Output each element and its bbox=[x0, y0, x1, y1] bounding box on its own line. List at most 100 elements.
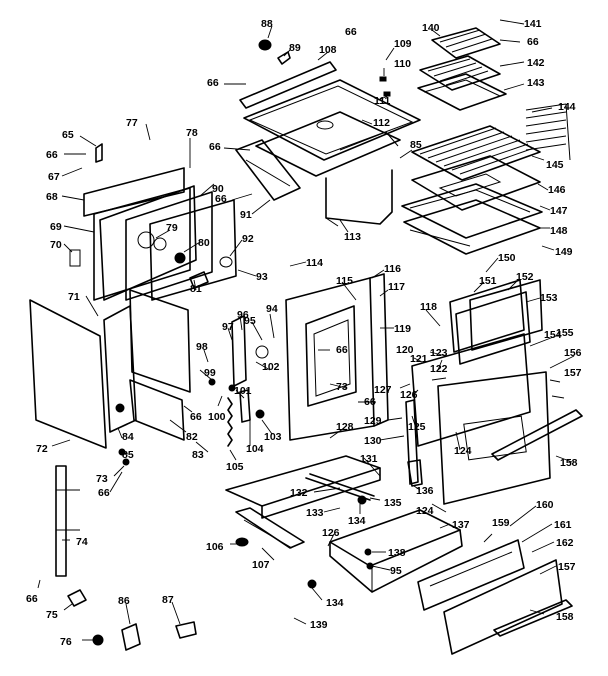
callout-137: 137 bbox=[452, 519, 470, 531]
callout-155: 155 bbox=[556, 327, 574, 339]
callout-134: 134 bbox=[326, 597, 344, 609]
side-shields-144 bbox=[525, 103, 571, 161]
callout-94: 94 bbox=[266, 303, 278, 315]
callout-159: 159 bbox=[492, 517, 510, 529]
leg-75-76-86-87 bbox=[67, 589, 197, 651]
callout-66: 66 bbox=[207, 77, 219, 89]
callout-124: 124 bbox=[416, 505, 434, 517]
callout-106: 106 bbox=[206, 541, 224, 553]
callout-72: 72 bbox=[36, 443, 48, 455]
hinge-bracket-125-136 bbox=[405, 399, 423, 487]
rear-panel-68-69 bbox=[69, 167, 191, 301]
callout-126: 126 bbox=[400, 389, 418, 401]
callout-81: 81 bbox=[190, 283, 202, 295]
callout-74: 74 bbox=[76, 536, 88, 548]
callout-126: 126 bbox=[322, 527, 340, 539]
drawer-rail-107 bbox=[235, 507, 305, 549]
callout-93: 93 bbox=[256, 271, 268, 283]
callout-113: 113 bbox=[344, 231, 361, 243]
callout-84: 84 bbox=[122, 431, 134, 443]
drawer-screws-134-138-139 bbox=[307, 548, 374, 589]
callout-66: 66 bbox=[209, 141, 221, 153]
callout-142: 142 bbox=[527, 57, 545, 69]
callout-122: 122 bbox=[430, 363, 448, 375]
callout-69: 69 bbox=[50, 221, 62, 233]
callout-110: 110 bbox=[394, 58, 411, 70]
callout-114: 114 bbox=[306, 257, 323, 269]
callout-78: 78 bbox=[186, 127, 198, 139]
callout-100: 100 bbox=[208, 411, 226, 423]
rack-146 bbox=[411, 155, 541, 211]
callout-66: 66 bbox=[345, 26, 357, 38]
callout-152: 152 bbox=[516, 271, 534, 283]
callout-90: 90 bbox=[212, 183, 224, 195]
callout-160: 160 bbox=[536, 499, 554, 511]
top-panel-108 bbox=[239, 61, 337, 109]
spring-105 bbox=[227, 397, 233, 447]
callout-131: 131 bbox=[360, 453, 378, 465]
broiler-tray-143 bbox=[417, 73, 507, 111]
small-parts-109-111 bbox=[379, 76, 391, 97]
callout-158: 158 bbox=[556, 611, 574, 623]
callout-108: 108 bbox=[319, 44, 337, 56]
callout-66: 66 bbox=[336, 344, 348, 356]
drawer-rails-132-135 bbox=[305, 473, 375, 505]
callout-127: 127 bbox=[374, 384, 392, 396]
burner-box-frame bbox=[255, 111, 401, 177]
callout-77: 77 bbox=[126, 117, 138, 129]
callout-115: 115 bbox=[336, 275, 353, 287]
callout-136: 136 bbox=[416, 485, 434, 497]
callout-148: 148 bbox=[550, 225, 568, 237]
callout-97: 97 bbox=[222, 321, 234, 333]
callout-66: 66 bbox=[26, 593, 38, 605]
callout-85: 85 bbox=[410, 139, 422, 151]
inner-side-82-83 bbox=[129, 289, 191, 441]
oven-rack-145 bbox=[411, 125, 541, 181]
callout-96: 96 bbox=[237, 309, 249, 321]
callout-88: 88 bbox=[261, 18, 273, 30]
callout-102: 102 bbox=[262, 361, 280, 373]
callout-95: 95 bbox=[390, 565, 402, 577]
burner-80-81 bbox=[174, 252, 209, 289]
callout-92: 92 bbox=[242, 233, 254, 245]
manifold-cover-91 bbox=[235, 139, 301, 201]
callout-labels: 88 89 66 108 109 110 111 112 140 141 66 … bbox=[26, 18, 582, 648]
callout-101: 101 bbox=[234, 385, 252, 397]
oven-liner-back-92 bbox=[137, 199, 237, 301]
callout-76: 76 bbox=[60, 636, 72, 648]
callout-73: 73 bbox=[336, 381, 348, 393]
drawer-handle-158b bbox=[493, 599, 573, 637]
door-liner-154 bbox=[411, 333, 531, 447]
callout-66: 66 bbox=[46, 149, 58, 161]
side-panel-72 bbox=[29, 299, 107, 449]
callout-140: 140 bbox=[422, 22, 440, 34]
callout-149: 149 bbox=[555, 246, 573, 258]
callout-145: 145 bbox=[546, 159, 564, 171]
callout-104: 104 bbox=[246, 443, 264, 455]
oven-bottom-147 bbox=[401, 183, 543, 239]
callout-66: 66 bbox=[527, 36, 539, 48]
callout-146: 146 bbox=[548, 184, 566, 196]
callout-75: 75 bbox=[46, 609, 58, 621]
clip-89 bbox=[277, 51, 291, 65]
callout-143: 143 bbox=[527, 77, 545, 89]
drawer-panel-162 bbox=[443, 559, 563, 655]
callout-124: 124 bbox=[454, 445, 472, 457]
callout-109: 109 bbox=[394, 38, 412, 50]
vent-duct-113 bbox=[325, 169, 393, 227]
callout-150: 150 bbox=[498, 252, 516, 264]
callout-157: 157 bbox=[558, 561, 576, 573]
callout-153: 153 bbox=[540, 292, 558, 304]
callout-147: 147 bbox=[550, 205, 568, 217]
glide-106 bbox=[235, 537, 249, 547]
callout-66: 66 bbox=[364, 396, 376, 408]
callout-66: 66 bbox=[215, 193, 227, 205]
callout-135: 135 bbox=[384, 497, 402, 509]
leg-leveler-73 bbox=[118, 448, 130, 466]
callout-128: 128 bbox=[336, 421, 354, 433]
side-frame-117-119 bbox=[369, 273, 389, 427]
callout-73: 73 bbox=[96, 473, 108, 485]
callout-121: 121 bbox=[410, 353, 428, 365]
